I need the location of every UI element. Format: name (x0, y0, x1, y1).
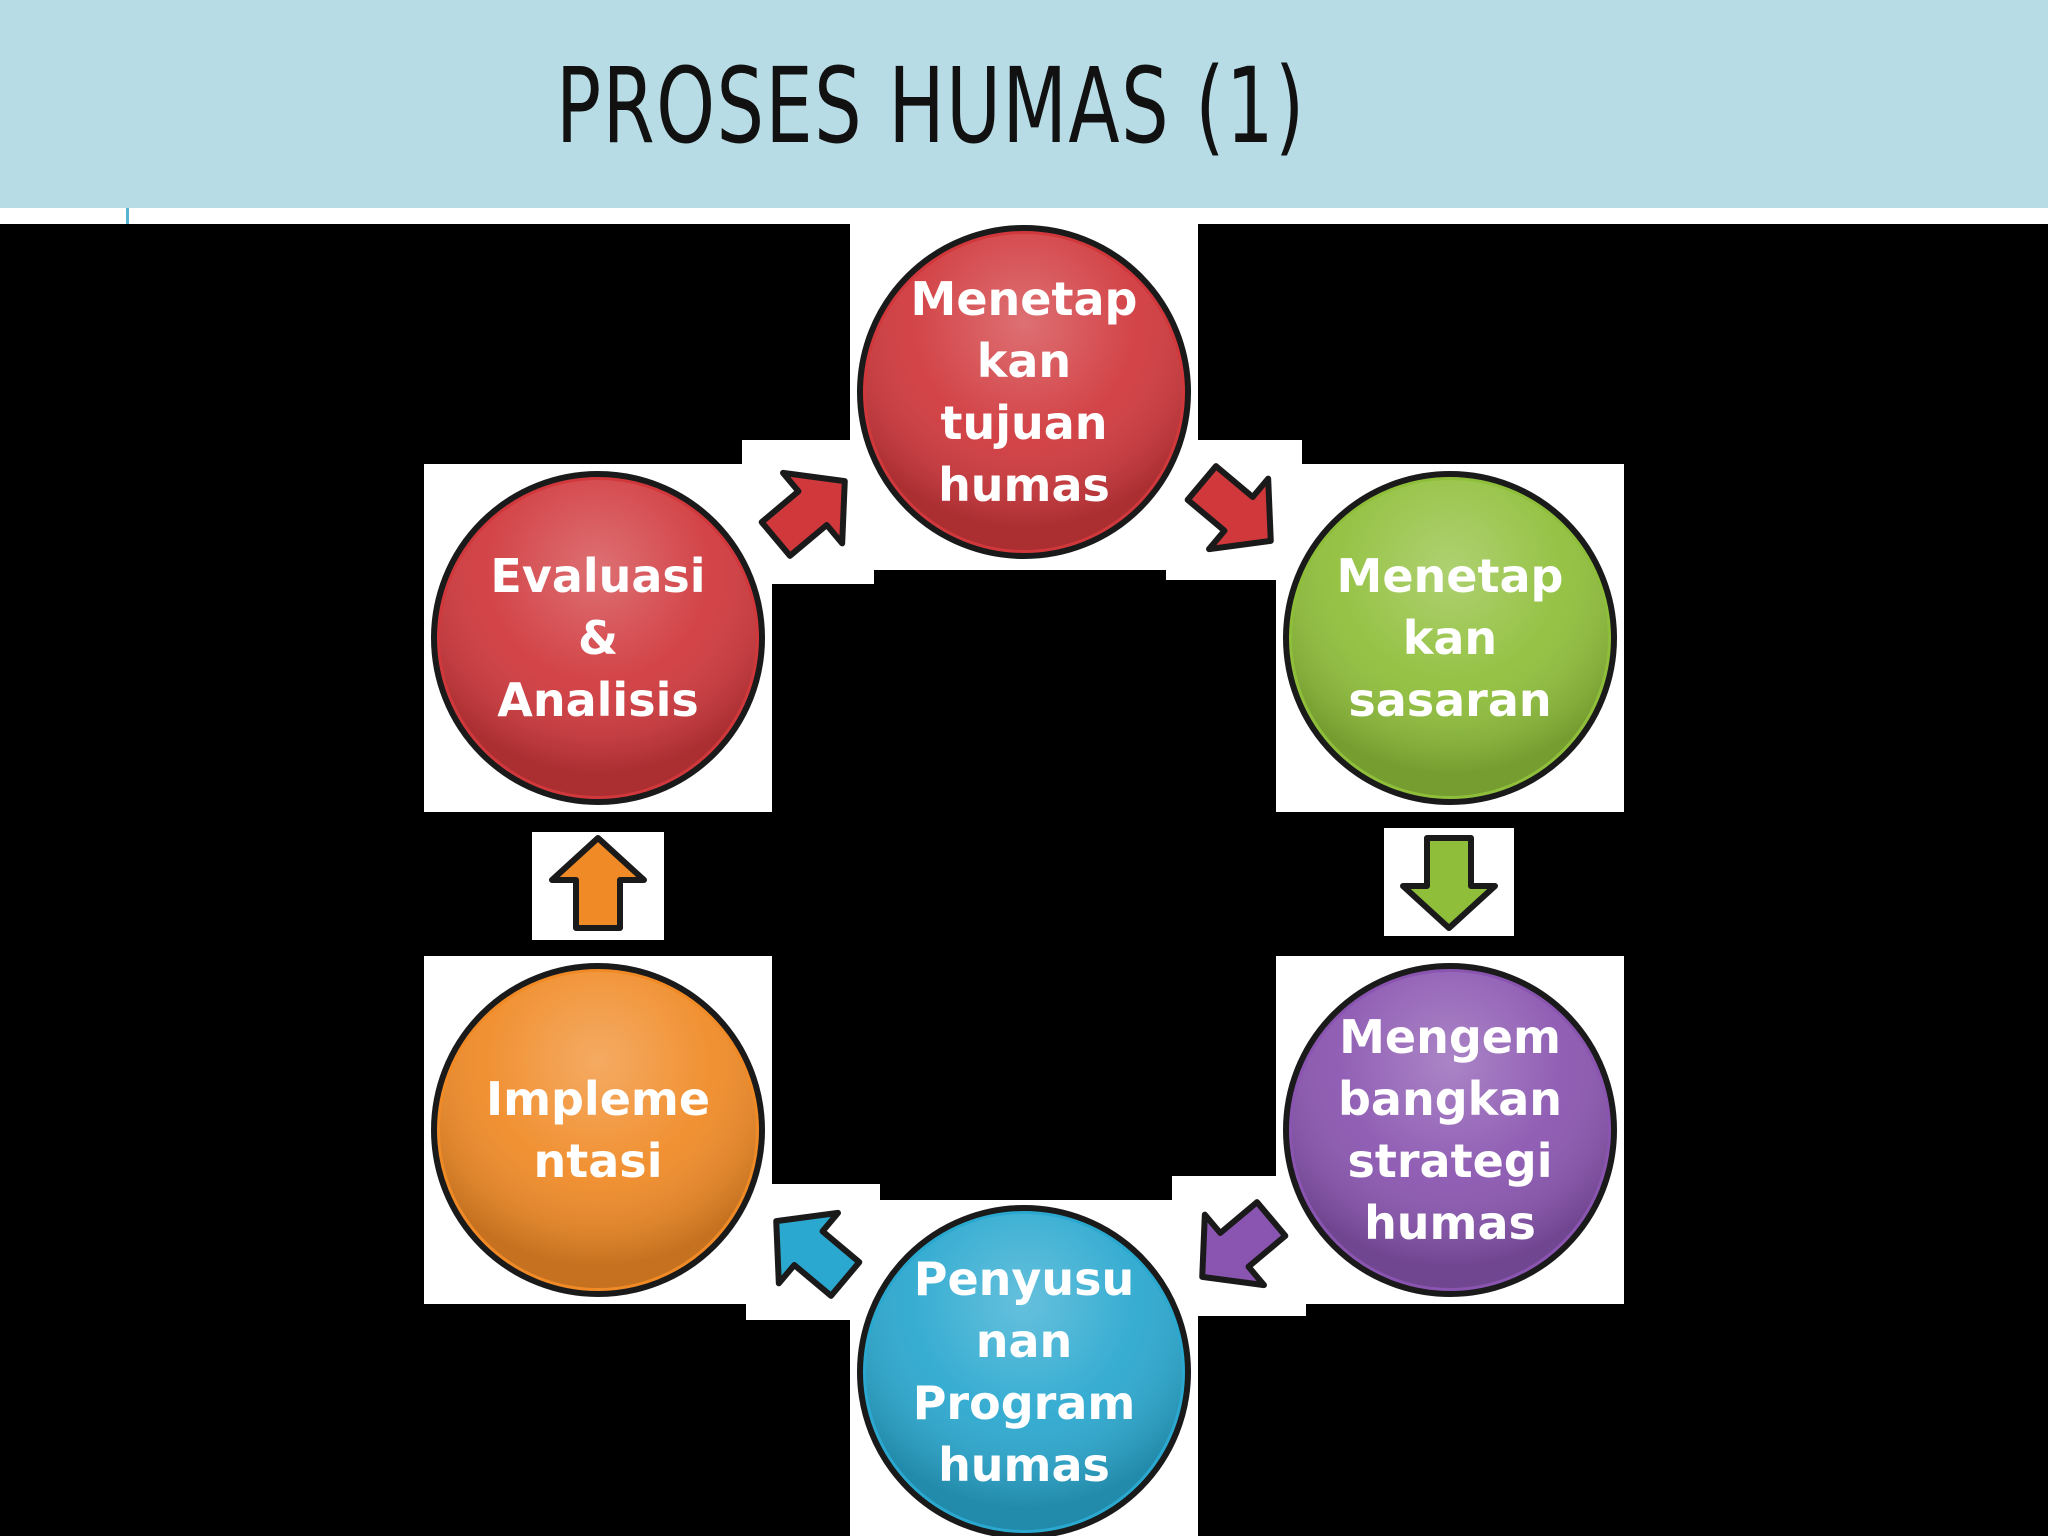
node-label-line: humas (938, 458, 1110, 512)
node-label-line: Menetap (1337, 549, 1564, 603)
node-evaluasi: Evaluasi & Analisis (431, 471, 765, 805)
node-label-implementasi: Impleme ntasi (486, 1072, 710, 1188)
node-label-strategi: Mengem bangkan strategi humas (1338, 1010, 1562, 1250)
node-strategi: Mengem bangkan strategi humas (1283, 963, 1617, 1297)
node-tujuan: Menetap kan tujuan humas (857, 225, 1191, 559)
node-label-line: ntasi (534, 1134, 663, 1188)
node-label-line: Penyusu (914, 1252, 1135, 1306)
node-label-line: & (578, 611, 618, 665)
node-sasaran: Menetap kan sasaran (1283, 471, 1617, 805)
node-label-tujuan: Menetap kan tujuan humas (911, 272, 1138, 512)
arrow-implementasi-to-evaluasi (549, 835, 647, 931)
node-label-line: Mengem (1339, 1010, 1561, 1064)
node-label-line: Evaluasi (490, 549, 705, 603)
node-label-evaluasi: Evaluasi & Analisis (490, 549, 705, 727)
arrow-strategi-to-program (1199, 1199, 1289, 1289)
node-label-line: sasaran (1348, 673, 1551, 727)
node-label-line: kan (1403, 611, 1497, 665)
node-label-line: kan (977, 334, 1071, 388)
slide-title: PROSES HUMAS (1) (556, 45, 1306, 167)
cycle-arrows (549, 463, 1498, 1299)
title-bar (0, 0, 2048, 208)
node-label-line: Analisis (497, 673, 698, 727)
arrow-sasaran-to-strategi (1400, 835, 1498, 931)
node-label-line: humas (1364, 1196, 1536, 1250)
node-label-line: humas (938, 1438, 1110, 1492)
node-label-line: tujuan (940, 396, 1107, 450)
node-label-line: nan (976, 1314, 1073, 1368)
node-label-line: Impleme (486, 1072, 710, 1126)
node-label-line: bangkan (1338, 1072, 1562, 1126)
node-label-line: Program (913, 1376, 1136, 1430)
title-divider (0, 208, 2048, 224)
node-label-line: Menetap (911, 272, 1138, 326)
arrow-evaluasi-to-tujuan (758, 469, 848, 559)
node-implementasi: Impleme ntasi (431, 963, 765, 1297)
arrow-tujuan-to-sasaran (1184, 463, 1274, 553)
arrow-program-to-implementasi (773, 1209, 863, 1299)
node-label-sasaran: Menetap kan sasaran (1337, 549, 1564, 727)
node-label-line: strategi (1348, 1134, 1553, 1188)
title-accent-tick (126, 208, 129, 224)
